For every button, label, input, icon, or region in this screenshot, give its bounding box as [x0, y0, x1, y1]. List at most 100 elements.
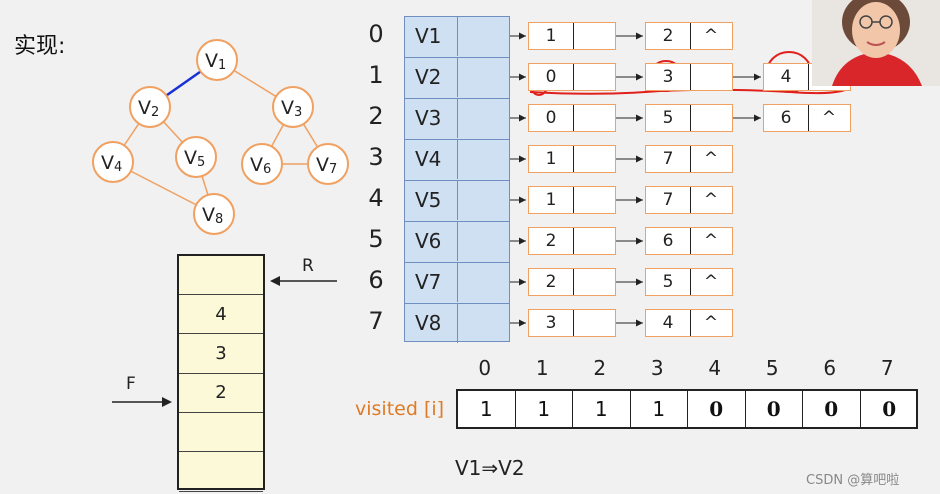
adj-node-next: [573, 146, 615, 172]
adj-vertex-cell: V3: [405, 98, 458, 138]
graph-node-subscript: 4: [114, 160, 122, 175]
adj-list-node: 1: [528, 22, 616, 50]
graph-node-label: V: [205, 50, 218, 72]
graph-node-label: V: [281, 97, 294, 119]
graph-node-V1: [196, 39, 238, 81]
arrow-head-icon: [636, 278, 643, 286]
adj-list-node: 7^: [645, 186, 733, 214]
rear-label: R: [302, 256, 314, 276]
arrow-head-icon: [754, 114, 761, 122]
adj-vertex-cell: V1: [405, 16, 458, 56]
visited-index: 1: [535, 356, 549, 380]
arrow-head-icon: [636, 319, 643, 327]
graph-node-V2: [129, 86, 171, 128]
adj-node-next: [573, 187, 615, 213]
adj-node-next: [573, 269, 615, 295]
graph-node-V8: [193, 193, 235, 235]
arrow-head-icon: [636, 196, 643, 204]
graph-node-V6: [241, 143, 283, 185]
adj-node-next: [573, 64, 615, 90]
front-arrow-icon: [162, 397, 172, 407]
presenter-avatar-icon: [832, 0, 922, 86]
adj-list-node: 1: [528, 145, 616, 173]
visited-cell: 0: [688, 391, 746, 427]
adj-node-value: 5: [646, 105, 691, 131]
adj-vertex-cell: V6: [405, 221, 458, 261]
adj-vertex-cell: V8: [405, 303, 458, 343]
visited-cell: 1: [458, 391, 516, 427]
visited-cell: 0: [882, 397, 897, 421]
arrow-head-icon: [519, 237, 526, 245]
adj-list-node: 6^: [763, 104, 851, 132]
graph-node-subscript: 6: [263, 162, 271, 177]
adj-node-value: 7: [646, 146, 691, 172]
arrow-head-icon: [519, 32, 526, 40]
graph-node-V3: [272, 86, 314, 128]
adj-node-value: 1: [529, 23, 574, 49]
watermark: CSDN @算吧啦: [806, 473, 900, 488]
arrow-head-icon: [519, 155, 526, 163]
adj-index: 4: [368, 184, 384, 212]
adj-vertex-cell: V5: [405, 180, 458, 220]
graph-node-subscript: 1: [218, 58, 226, 73]
visited-cell: 0: [803, 391, 861, 427]
visited-cell: 1: [516, 391, 573, 427]
adj-node-next: [573, 105, 615, 131]
arrow-head-icon: [636, 114, 643, 122]
graph-node-label: V: [250, 154, 263, 176]
adj-vertex-cell: V7: [405, 262, 458, 302]
adj-node-value: 3: [529, 310, 574, 336]
graph-node-subscript: 5: [197, 155, 205, 170]
adj-node-next: ^: [703, 26, 719, 46]
visited-cell: 1: [631, 391, 688, 427]
arrow-head-icon: [636, 237, 643, 245]
adj-index: 6: [368, 266, 384, 294]
arrow-head-icon: [519, 319, 526, 327]
adj-index: 3: [368, 143, 384, 171]
adj-vertex-cell: V4: [405, 139, 458, 179]
adj-node-next: ^: [703, 149, 719, 169]
adj-node-value: 2: [529, 228, 574, 254]
visited-index: 2: [593, 356, 607, 380]
adj-list-node: 4^: [645, 309, 733, 337]
arrow-head-icon: [519, 278, 526, 286]
visited-index: 0: [478, 356, 492, 380]
adj-row-divider: [404, 262, 510, 263]
queue-cell: [179, 256, 263, 295]
visited-cell: 0: [746, 391, 803, 427]
visited-index: 6: [823, 356, 837, 380]
adj-node-next: [690, 64, 732, 90]
adj-index: 1: [368, 61, 384, 89]
arrow-head-icon: [519, 73, 526, 81]
traversal-result: V1⇒V2: [455, 456, 525, 480]
rear-arrow-icon: [270, 276, 280, 286]
adj-node-value: 4: [646, 310, 691, 336]
adj-index: 0: [368, 20, 384, 48]
adj-index: 2: [368, 102, 384, 130]
adj-node-next: ^: [703, 231, 719, 251]
front-label: F: [126, 374, 136, 394]
adj-node-next: [573, 310, 615, 336]
adj-row-divider: [404, 221, 510, 222]
graph-node-V5: [175, 136, 217, 178]
adj-index: 7: [368, 307, 384, 335]
adj-list-node: 2: [528, 227, 616, 255]
adj-node-value: 0: [529, 105, 574, 131]
adj-row-divider: [404, 98, 510, 99]
adj-index: 5: [368, 225, 384, 253]
adj-node-value: 2: [529, 269, 574, 295]
adj-node-value: 1: [529, 187, 574, 213]
adj-list-node: 0: [528, 104, 616, 132]
graph-node-subscript: 7: [329, 162, 337, 177]
adj-node-value: 6: [646, 228, 691, 254]
arrow-head-icon: [754, 73, 761, 81]
adj-list-node: 7^: [645, 145, 733, 173]
graph-node-V4: [92, 141, 134, 183]
graph-node-subscript: 8: [215, 212, 223, 227]
queue-cell: [179, 413, 263, 453]
graph-node-label: V: [316, 154, 329, 176]
adj-row-divider: [404, 139, 510, 140]
adj-node-value: 3: [646, 64, 691, 90]
adj-node-value: 1: [529, 146, 574, 172]
